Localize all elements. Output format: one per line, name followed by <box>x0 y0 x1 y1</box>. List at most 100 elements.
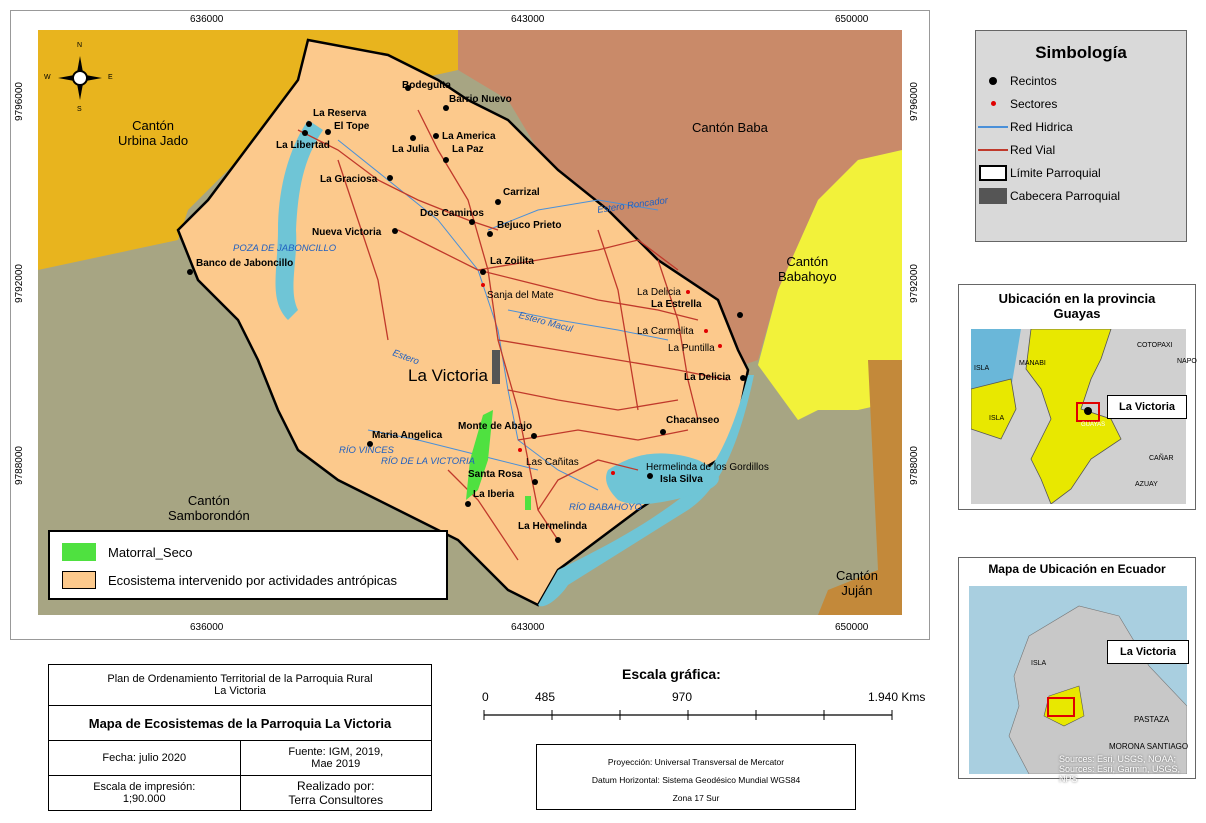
fuente-cell: Fuente: IGM, 2019, Mae 2019 <box>239 740 432 776</box>
baba-region <box>458 30 902 370</box>
symbol-limite-label: Límite Parroquial <box>1010 165 1101 180</box>
label-la-paz: La Paz <box>452 144 484 155</box>
rio-babahoyo <box>538 375 754 607</box>
map-info-table: Plan de Ordenamiento Territorial de la P… <box>48 664 432 811</box>
legend-ecosistema: Ecosistema intervenido por actividades a… <box>108 572 398 588</box>
poza-jaboncillo <box>275 120 323 320</box>
sectores-points <box>481 283 722 475</box>
north-label: N <box>77 42 83 49</box>
south-label: S <box>77 106 82 113</box>
projection-box: Proyección: Universal Transversal de Mer… <box>536 744 856 810</box>
label-manabi: MANABI <box>1019 360 1046 367</box>
label-rio-babahoyo: RÍO BABAHOYO <box>569 502 642 513</box>
label-guayas: GUAYAS <box>1081 422 1106 428</box>
provincia-map[interactable] <box>971 329 1186 504</box>
label-isla-1: ISLA <box>974 365 990 372</box>
label-rio-vinces: RÍO VINCES <box>339 445 394 456</box>
label-poza-jaboncillo: POZA DE JABONCILLO <box>233 243 337 254</box>
label-napo: NAPO <box>1177 358 1197 365</box>
projection-line: Proyección: Universal Transversal de Mer… <box>607 757 785 767</box>
region-label-jujan: Cantón Juján <box>836 568 878 598</box>
recinto-dot-icon <box>989 76 997 85</box>
ecuador-inset: Mapa de Ubicación en Ecuador ISLA PASTAZ… <box>958 557 1196 784</box>
symbol-red-vial: Red Vial <box>976 138 1186 161</box>
label-cotopaxi: COTOPAXI <box>1137 342 1173 349</box>
babahoyo-region <box>758 150 902 420</box>
east-label: E <box>108 74 113 81</box>
symbol-red-hidrica-label: Red Hidrica <box>1010 119 1073 134</box>
scale-tick-0: 0 <box>482 690 489 704</box>
label-isla-silva: Isla Silva <box>660 474 703 485</box>
provincia-callout: La Victoria <box>1107 395 1187 419</box>
main-place-label: La Victoria <box>408 366 489 385</box>
isla-silva-water <box>606 453 719 505</box>
symbol-cabecera-label: Cabecera Parroquial <box>1010 188 1121 203</box>
water-line-icon <box>978 125 1008 128</box>
region-label-babahoyo: Cantón Babahoyo <box>778 254 837 284</box>
region-label-urbina-jado: Cantón Urbina Jado <box>118 118 189 148</box>
coord-y-left-1: 9796000 <box>13 82 25 121</box>
scale-tick-1940: 1.940 Kms <box>868 690 926 704</box>
label-nueva-victoria: Nueva Victoria <box>312 227 382 238</box>
label-la-libertad: La Libertad <box>276 140 330 151</box>
label-hermelinda-gordillos: Hermelinda de los Gordillos <box>646 462 769 473</box>
symbol-limite: Límite Parroquial <box>976 161 1186 184</box>
coord-x-bottom-1: 636000 <box>190 622 224 633</box>
datum-line: Datum Horizontal: Sistema Geodésico Mund… <box>591 775 801 785</box>
label-monte-abajo: Monte de Abajo <box>458 421 533 432</box>
label-la-reserva: La Reserva <box>313 108 367 119</box>
label-las-canitas: Las Cañitas <box>526 457 579 468</box>
jujan-region <box>818 360 902 615</box>
label-rio-victoria: RÍO DE LA VICTORIA <box>381 456 475 467</box>
fecha-cell: Fecha: julio 2020 <box>48 740 241 776</box>
legend-matorral: Matorral_Seco <box>108 544 193 560</box>
boundary-box-icon <box>979 164 1007 181</box>
cabecera-box-icon <box>979 187 1007 204</box>
coord-x-top-3: 650000 <box>835 14 869 25</box>
label-azuay: AZUAY <box>1135 481 1158 488</box>
coord-y-right-2: 9792000 <box>908 264 920 303</box>
label-la-julia: La Julia <box>392 144 430 155</box>
map-title: Mapa de Ecosistemas de la Parroquia La V… <box>48 705 432 741</box>
label-dos-caminos: Dos Caminos <box>420 208 484 219</box>
plan-title: Plan de Ordenamiento Territorial de la P… <box>48 664 432 706</box>
symbol-sectores: Sectores <box>976 92 1186 115</box>
label-la-delicia: La Delicia <box>684 372 731 383</box>
symbol-recintos: Recintos <box>976 69 1186 92</box>
map-sources: Sources: Esri, USGS, NOAA; Sources: Esri… <box>1059 754 1181 784</box>
region-label-baba: Cantón Baba <box>692 120 768 135</box>
scale-bar <box>483 710 893 720</box>
label-bejuco-prieto: Bejuco Prieto <box>497 220 562 231</box>
label-morona-santiago: MORONA SANTIAGO <box>1109 742 1189 751</box>
label-la-hermelinda: La Hermelinda <box>518 521 587 532</box>
label-la-estrella: La Estrella <box>651 299 702 310</box>
label-el-tope: El Tope <box>334 121 370 132</box>
simbologia-title: Simbología <box>1035 43 1127 62</box>
symbol-red-hidrica: Red Hidrica <box>976 115 1186 138</box>
label-bodeguita: Bodeguita <box>402 80 451 91</box>
label-banco-jaboncillo: Banco de Jaboncillo <box>196 258 294 269</box>
provincia-title: Ubicación en la provincia Guayas <box>998 291 1156 321</box>
escala-cell: Escala de impresión: 1;90.000 <box>48 775 241 811</box>
label-la-iberia: La Iberia <box>473 489 515 500</box>
main-map[interactable] <box>38 30 902 615</box>
coord-y-right-3: 9788000 <box>908 446 920 485</box>
matorral-seco-patch <box>466 410 493 500</box>
symbol-sectores-label: Sectores <box>1010 96 1058 111</box>
label-la-america: La America <box>442 131 496 142</box>
coord-x-bottom-3: 650000 <box>835 622 869 633</box>
label-isla-ecuador: ISLA <box>1031 660 1047 667</box>
ecuador-title: Mapa de Ubicación en Ecuador <box>988 562 1166 576</box>
scale-tick-485: 485 <box>535 690 556 704</box>
region-label-samborondon: Cantón Samborondón <box>168 493 250 523</box>
coord-y-right-1: 9796000 <box>908 82 920 121</box>
north-arrow-icon: N S E W <box>44 42 113 113</box>
recintos-points <box>187 85 746 543</box>
matorral-swatch <box>62 543 96 561</box>
rio-vinces <box>367 429 539 471</box>
matorral-seco-patch-2 <box>525 496 531 510</box>
symbol-cabecera: Cabecera Parroquial <box>976 184 1186 207</box>
ecuador-map[interactable] <box>969 586 1187 774</box>
simbologia-panel: Simbología Recintos Sectores Red Hidrica… <box>975 30 1187 242</box>
scale-title: Escala gráfica: <box>622 666 721 682</box>
